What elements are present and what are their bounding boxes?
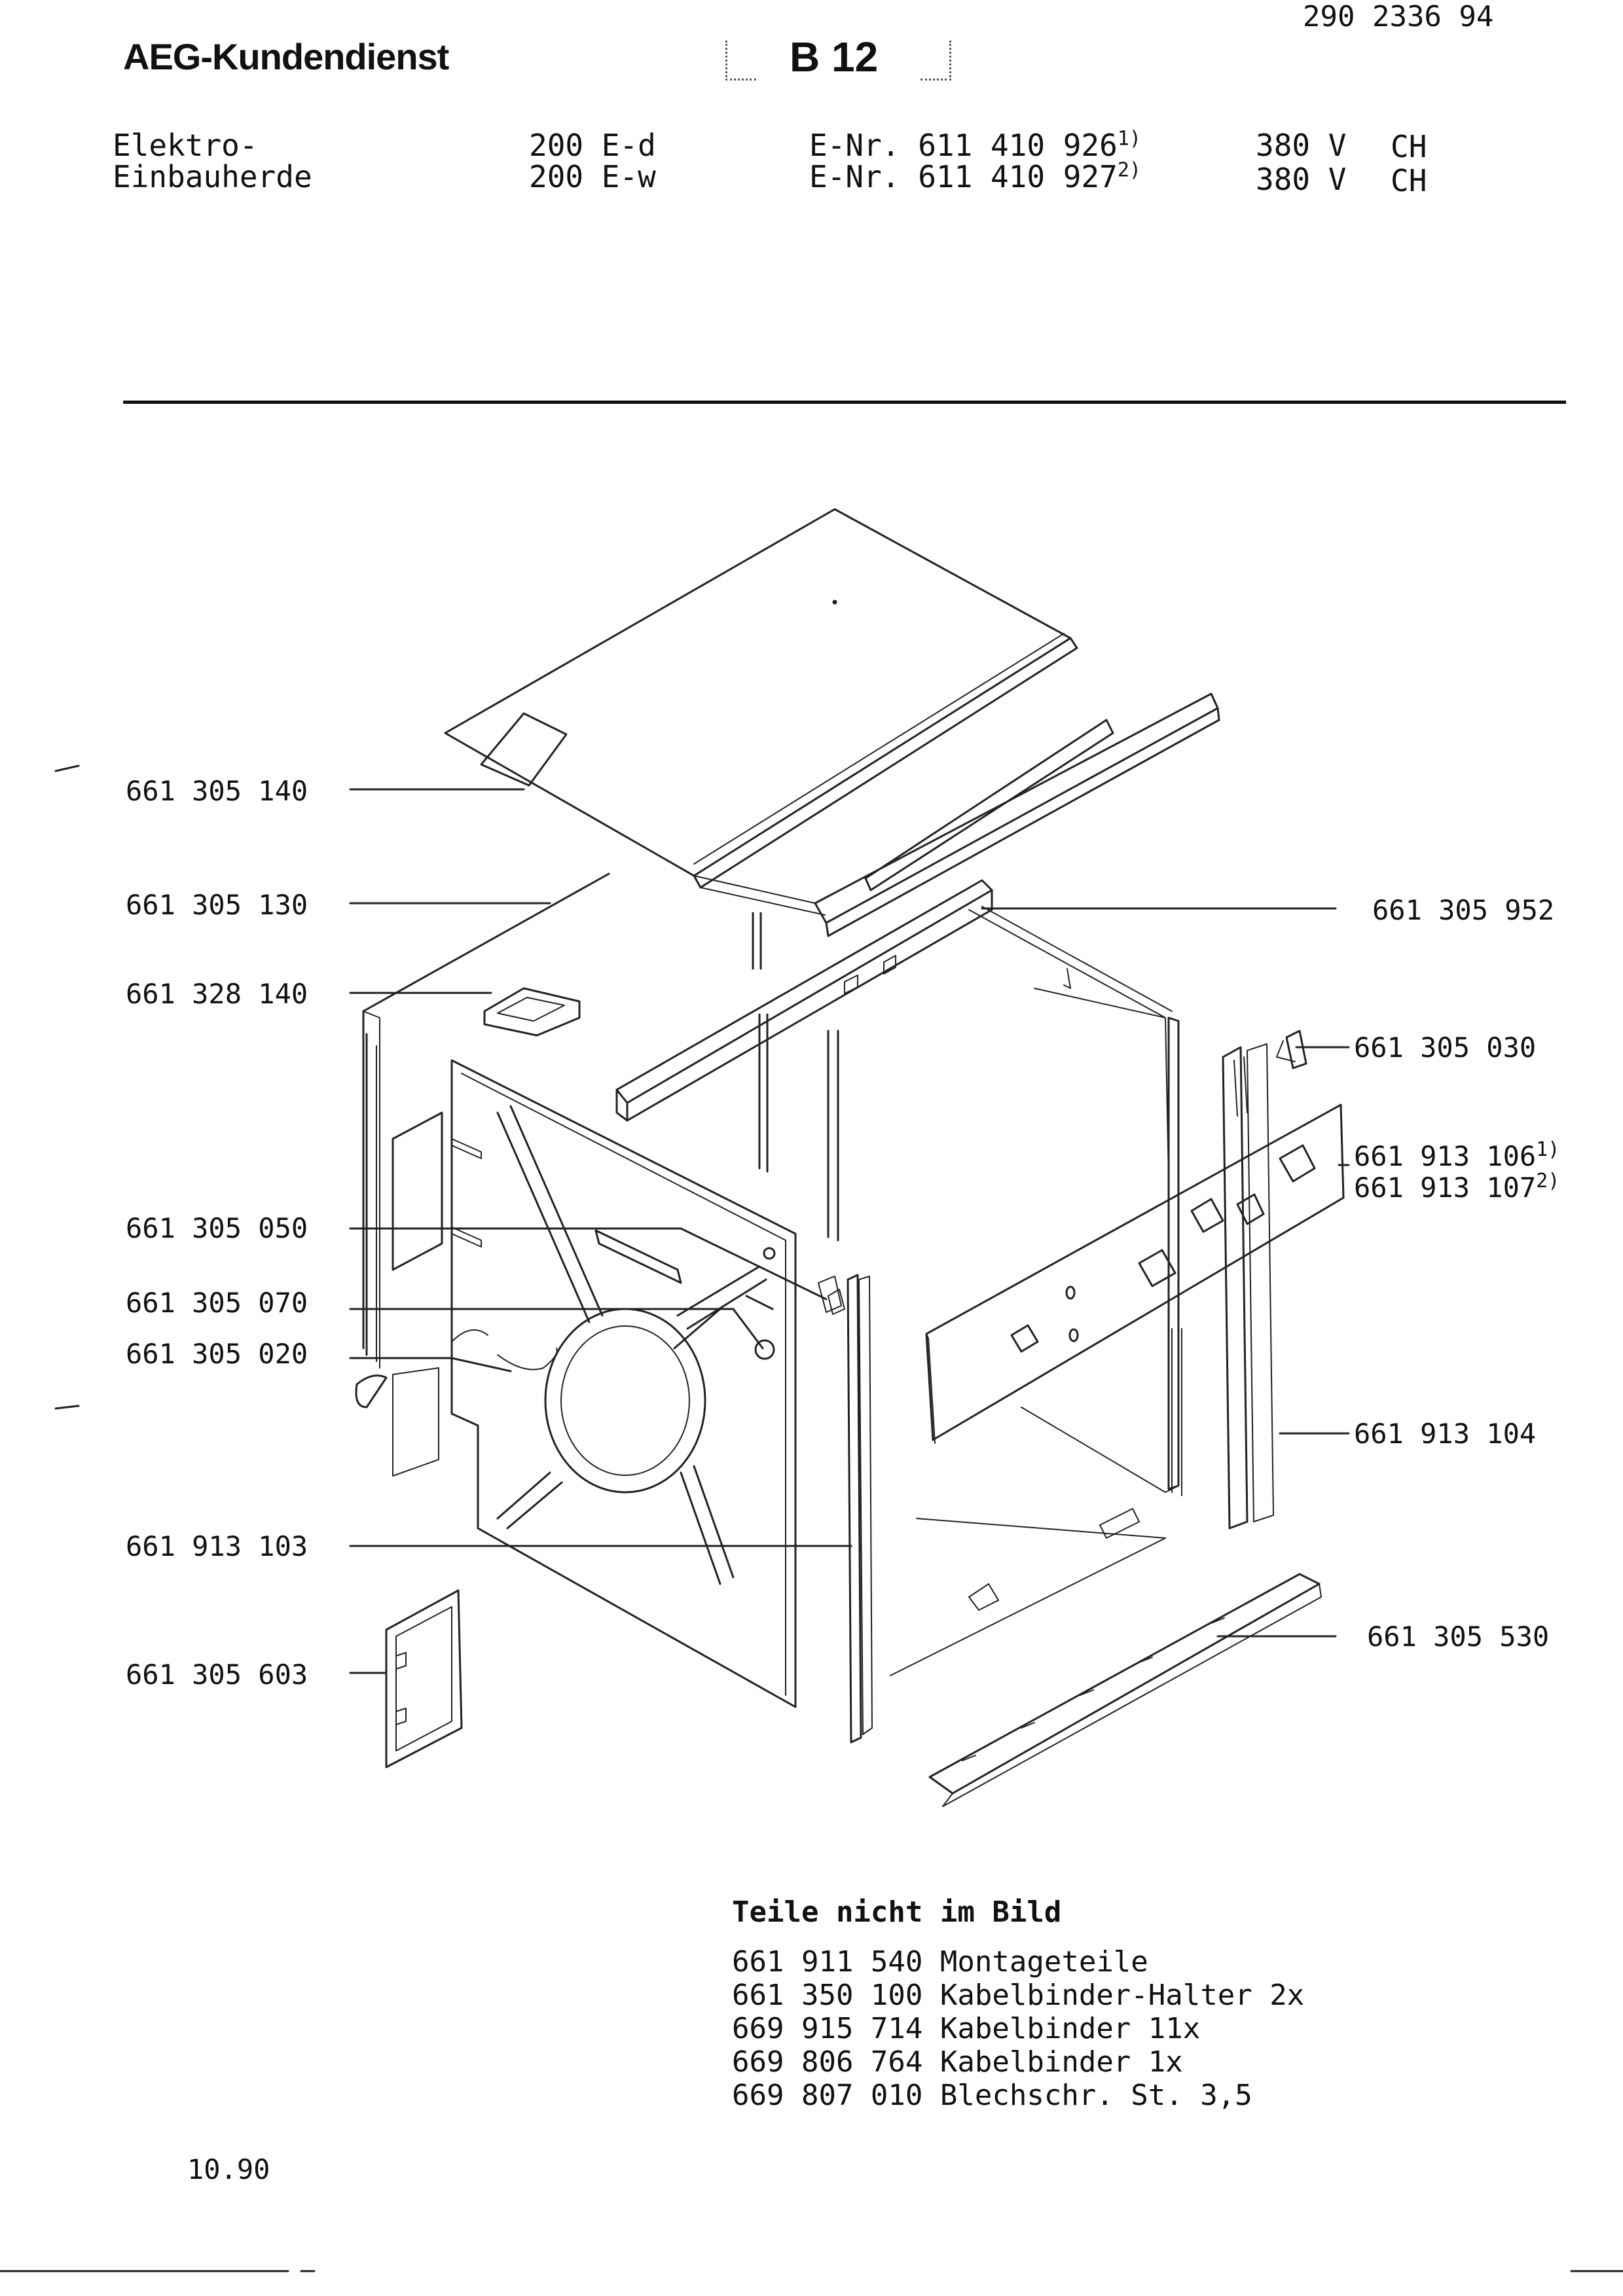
part-number: 669 915 714 bbox=[732, 2012, 923, 2045]
list-item: 669 915 714 Kabelbinder 11x bbox=[732, 2012, 1304, 2045]
brand-title: AEG-Kundendienst bbox=[123, 36, 449, 77]
list-item: 661 911 540 Montageteile bbox=[732, 1945, 1304, 1979]
small-plate-drawing bbox=[483, 987, 581, 1037]
top-rail-drawing bbox=[615, 879, 993, 1122]
enr-prefix-2: E-Nr. bbox=[809, 159, 900, 194]
callout-right-strip: 661 913 104 bbox=[1354, 1418, 1537, 1450]
callout-left-panel: 661 305 050 bbox=[126, 1212, 308, 1244]
enr-note-2: 2) bbox=[1117, 158, 1141, 182]
part-description: Blechschr. St. 3,5 bbox=[939, 2079, 1252, 2112]
part-number: 669 807 010 bbox=[732, 2079, 923, 2112]
control-panel-2-number: 661 913 107 bbox=[1354, 1172, 1537, 1204]
enr-row-2: E-Nr. 611 410 9272) bbox=[809, 160, 1141, 194]
clip-drawing bbox=[818, 1276, 842, 1313]
callout-control-panel-1: 661 913 1061) bbox=[1354, 1138, 1560, 1173]
control-panel-1-number: 661 913 106 bbox=[1354, 1140, 1537, 1172]
parts-not-shown-title: Teile nicht im Bild bbox=[732, 1895, 1062, 1929]
product-line-2: Einbauherde bbox=[113, 159, 312, 194]
voltage-1: 380 V bbox=[1256, 128, 1347, 163]
callout-bracket-clip: 661 305 030 bbox=[1354, 1031, 1537, 1064]
section-code: B 12 bbox=[790, 33, 879, 81]
callout-top-cover: 661 305 140 bbox=[126, 775, 308, 807]
control-panel-1-note: 1) bbox=[1536, 1138, 1560, 1161]
part-number: 661 911 540 bbox=[732, 1945, 923, 1979]
right-strip-drawing bbox=[1222, 1043, 1274, 1530]
top-cover-drawing bbox=[444, 508, 1220, 937]
cover-plate-drawing bbox=[385, 1589, 463, 1768]
callout-top-rail: 661 305 952 bbox=[1372, 894, 1555, 926]
list-item: 669 807 010 Blechschr. St. 3,5 bbox=[732, 2079, 1304, 2112]
callout-cover-plate: 661 305 603 bbox=[126, 1659, 308, 1691]
part-description: Kabelbinder 11x bbox=[939, 2012, 1201, 2045]
header-divider bbox=[123, 401, 1566, 404]
bracket-clip-drawing bbox=[1276, 1030, 1307, 1069]
part-number: 669 806 764 bbox=[732, 2045, 923, 2079]
back-panel-drawing bbox=[392, 1059, 797, 1708]
enr-note-1: 1) bbox=[1117, 127, 1141, 151]
section-bracket-left bbox=[725, 41, 756, 81]
margin-marks bbox=[0, 764, 1623, 2272]
part-number: 661 350 100 bbox=[732, 1979, 923, 2012]
section-bracket-right bbox=[921, 41, 951, 81]
bottom-rail-drawing bbox=[928, 1573, 1322, 1807]
callout-clip: 661 305 070 bbox=[126, 1287, 308, 1319]
product-line-1: Elektro- bbox=[113, 128, 258, 163]
enr-prefix-1: E-Nr. bbox=[809, 128, 900, 163]
cable-parts-drawing bbox=[355, 1329, 558, 1477]
footer-date: 10.90 bbox=[187, 2153, 270, 2185]
part-description: Montageteile bbox=[939, 1945, 1148, 1979]
enr-number-1: 611 410 926 bbox=[918, 128, 1118, 163]
leader-lines bbox=[349, 788, 1350, 1674]
left-strip-drawing bbox=[828, 1274, 873, 1744]
model-1: 200 E-d bbox=[529, 128, 656, 163]
control-panel-2-note: 2) bbox=[1536, 1170, 1560, 1193]
part-description: Kabelbinder 1x bbox=[939, 2045, 1183, 2079]
enr-row-1: E-Nr. 611 410 9261) bbox=[809, 128, 1141, 162]
country-1: CH bbox=[1391, 129, 1427, 164]
voltage-2: 380 V bbox=[1256, 162, 1347, 197]
parts-not-shown-list: 661 911 540 Montageteile 661 350 100 Kab… bbox=[732, 1945, 1304, 2112]
right-frame-drawing bbox=[752, 906, 1182, 1676]
document-number: 290 2336 94 bbox=[1303, 0, 1494, 33]
left-side-panel-drawing bbox=[362, 872, 610, 1369]
callout-cable-parts: 661 305 020 bbox=[126, 1338, 308, 1370]
control-panel-drawing bbox=[925, 1103, 1345, 1444]
enr-number-2: 611 410 927 bbox=[918, 159, 1118, 194]
callout-left-strip: 661 913 103 bbox=[126, 1530, 308, 1562]
list-item: 661 350 100 Kabelbinder-Halter 2x bbox=[732, 1979, 1304, 2012]
list-item: 669 806 764 Kabelbinder 1x bbox=[732, 2045, 1304, 2079]
callout-bottom-rail: 661 305 530 bbox=[1367, 1621, 1550, 1653]
model-2: 200 E-w bbox=[529, 159, 656, 194]
callout-side-panel-left: 661 305 130 bbox=[126, 889, 308, 921]
country-2: CH bbox=[1391, 163, 1427, 198]
callout-control-panel-2: 661 913 1072) bbox=[1354, 1172, 1559, 1204]
callout-small-plate: 661 328 140 bbox=[126, 978, 308, 1010]
part-description: Kabelbinder-Halter 2x bbox=[939, 1979, 1305, 2012]
